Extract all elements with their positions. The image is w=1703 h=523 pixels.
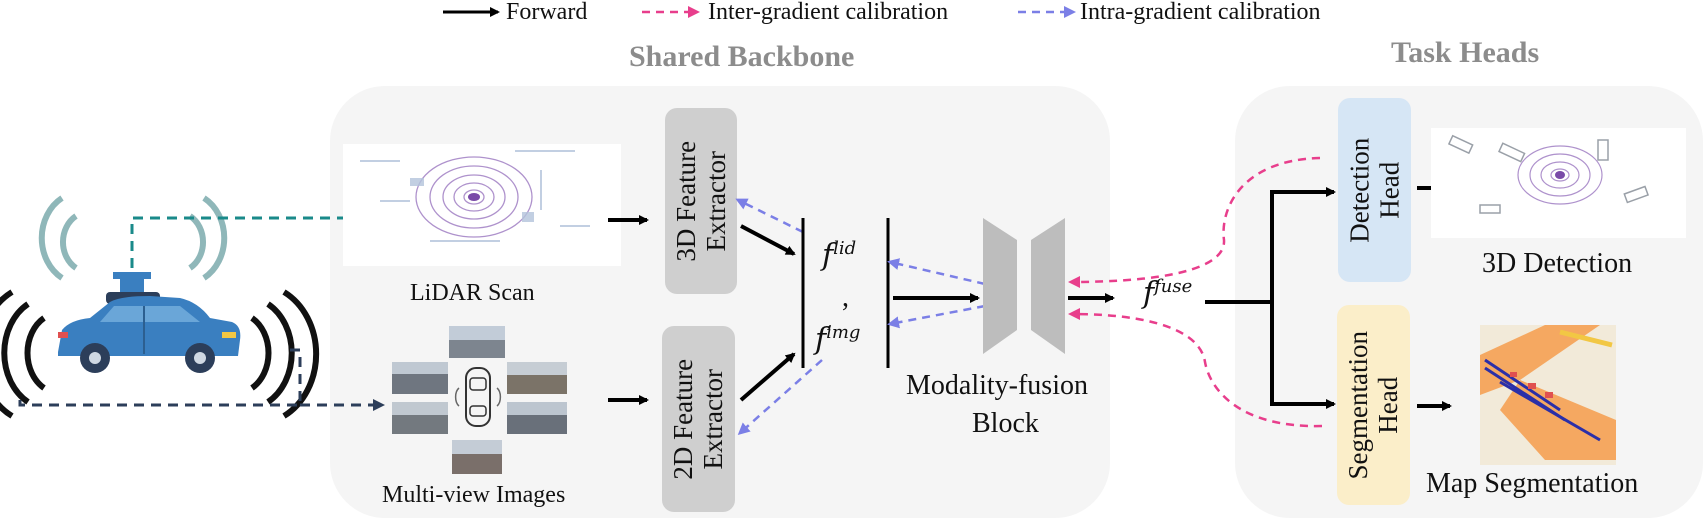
segmentation-output-caption: Map Segmentation xyxy=(1426,468,1639,499)
inter-from-segmentation xyxy=(1068,308,1323,428)
map-segmentation-icon xyxy=(1480,325,1616,465)
shared-backbone-title: Shared Backbone xyxy=(629,40,855,73)
inter-from-detection xyxy=(1068,156,1321,288)
extractor-2d-box xyxy=(662,326,735,512)
legend-forward-label: Forward xyxy=(506,0,588,25)
intra-to-feature-lower xyxy=(887,304,986,329)
ffuse-to-segmentation-arrow xyxy=(1205,300,1336,409)
e2d-to-feature-arrow xyxy=(739,352,796,402)
feature-comma: , xyxy=(842,282,849,313)
fusion-block-icon xyxy=(983,218,1065,354)
segmentation-head-box xyxy=(1337,305,1410,505)
intra-to-3d-arrow xyxy=(735,198,804,234)
fusion-caption-line2: Block xyxy=(972,408,1039,439)
detection-result-icon xyxy=(1431,128,1686,238)
f-lid-symbol: flid xyxy=(822,238,857,273)
f-fuse-symbol: ffuse xyxy=(1143,276,1193,311)
f-img-symbol: fimg xyxy=(815,322,861,357)
e3d-to-feature-arrow xyxy=(740,224,796,256)
fusion-caption-line1: Modality-fusion xyxy=(906,370,1088,401)
car-icon xyxy=(0,195,320,419)
intra-to-feature-upper xyxy=(887,258,986,286)
camera-images-icon xyxy=(392,326,567,474)
legend-inter-label: Inter-gradient calibration xyxy=(708,0,949,25)
extractor-3d-box xyxy=(665,108,737,294)
car-to-lidar-link xyxy=(130,212,357,268)
legend-intra-label: Intra-gradient calibration xyxy=(1080,0,1321,25)
task-heads-title: Task Heads xyxy=(1391,36,1540,69)
detection-head-box xyxy=(1338,98,1411,282)
intra-to-2d-arrow xyxy=(737,359,823,435)
detection-output-caption: 3D Detection xyxy=(1482,248,1633,279)
car-image-link-loop xyxy=(18,348,302,407)
multi-view-images-caption: Multi-view Images xyxy=(382,482,566,508)
lidar-scan-caption: LiDAR Scan xyxy=(410,280,535,306)
lidar-cloud-icon xyxy=(343,144,621,266)
